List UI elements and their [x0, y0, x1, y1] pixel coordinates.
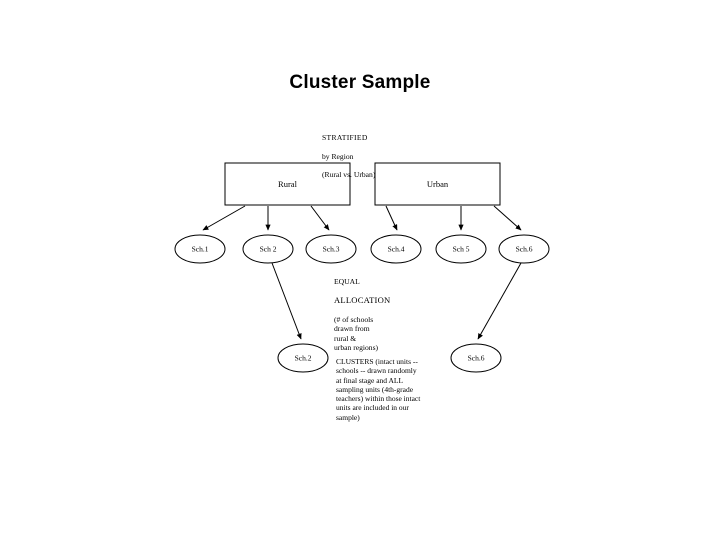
school-node-sch5[interactable]: Sch 5: [435, 234, 487, 264]
stratum-node-rural[interactable]: Rural: [224, 162, 351, 206]
annotation-equal-allocation: EQUAL ALLOCATION (# of schools drawn fro…: [334, 268, 390, 362]
school-label-sch5: Sch 5: [453, 245, 470, 254]
annotation-equal-heading: ALLOCATION: [334, 295, 391, 306]
annotation-stratified-line2: by Region: [322, 151, 354, 161]
annotation-clusters: CLUSTERS (intact units -- schools -- dra…: [336, 357, 421, 422]
annotation-equal-body: (# of schools drawn from rural & urban r…: [334, 315, 379, 353]
annotation-stratified-heading: STRATIFIED: [322, 133, 368, 143]
connector-rural-sch1: [202, 205, 246, 231]
stratum-label-rural: Rural: [278, 179, 298, 189]
school-node-sch4[interactable]: Sch.4: [370, 234, 422, 264]
connector-rural-sch3: [310, 205, 330, 231]
school-label-sch6b: Sch.6: [468, 354, 485, 363]
connector-sch2-sch2b: [271, 262, 302, 340]
school-label-sch4: Sch.4: [388, 245, 405, 254]
school-node-sch6b[interactable]: Sch.6: [450, 343, 502, 373]
school-node-sch3[interactable]: Sch.3: [305, 234, 357, 264]
school-label-sch6: Sch.6: [516, 245, 533, 254]
stratum-node-urban[interactable]: Urban: [374, 162, 501, 206]
school-label-sch3: Sch.3: [323, 245, 340, 254]
connector-urban-sch6: [493, 205, 522, 231]
school-node-sch1[interactable]: Sch.1: [174, 234, 226, 264]
annotation-stratified-line3: (Rural vs. Urban): [322, 170, 376, 180]
connector-sch6-sch6b: [477, 262, 522, 340]
school-label-sch2: Sch 2: [260, 245, 277, 254]
annotation-stratified: STRATIFIED by Region (Rural vs. Urban): [322, 124, 375, 188]
school-node-sch6[interactable]: Sch.6: [498, 234, 550, 264]
school-node-sch2b[interactable]: Sch.2: [277, 343, 329, 373]
annotation-equal-line1: EQUAL: [334, 277, 360, 287]
school-label-sch1: Sch.1: [192, 245, 209, 254]
page-title: Cluster Sample: [289, 72, 431, 93]
school-label-sch2b: Sch.2: [295, 354, 312, 363]
school-node-sch2[interactable]: Sch 2: [242, 234, 294, 264]
connector-urban-sch4: [385, 205, 398, 231]
stratum-label-urban: Urban: [427, 179, 449, 189]
